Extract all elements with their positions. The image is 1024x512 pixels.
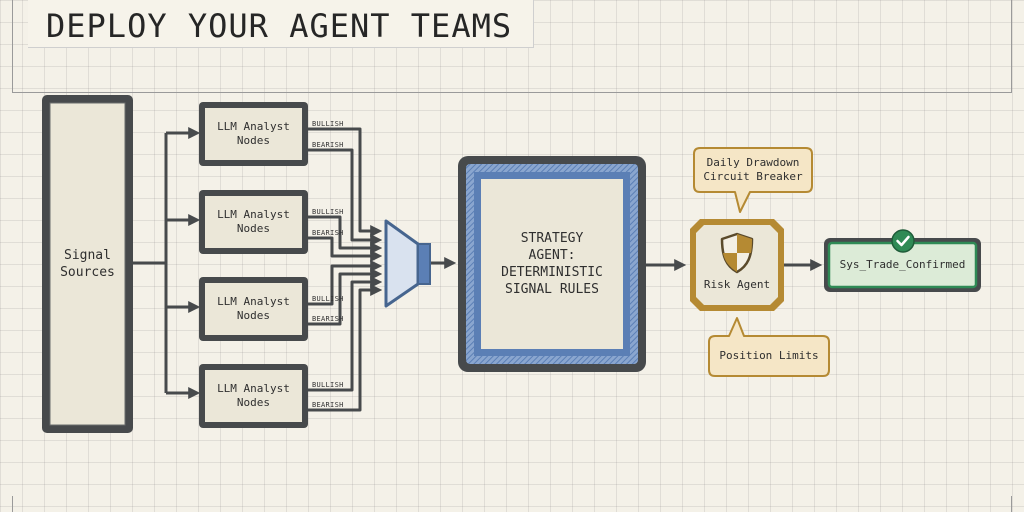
arrow-analyst-2-bearish <box>308 236 383 262</box>
analyst-box-2 <box>205 196 302 248</box>
analyst-label-3: LLM Analyst Nodes <box>217 295 290 322</box>
analyst-boxes <box>199 102 308 428</box>
strategy-agent <box>458 156 646 372</box>
position-limits-callout <box>708 317 830 377</box>
signal-sources-label: Signal Sources <box>60 248 115 280</box>
risk-agent <box>690 219 784 311</box>
drawdown-callout <box>693 147 813 213</box>
output-label: Sys_Trade_Confirmed <box>839 258 966 271</box>
merge-funnel <box>384 219 431 308</box>
analyst-box-4 <box>205 370 302 422</box>
strategy-agent-box <box>481 179 623 349</box>
bearish-tag-4: BEARISH <box>312 401 344 409</box>
shield-icon <box>720 232 754 274</box>
arrow-analyst-4-bearish <box>308 284 383 412</box>
signal-sources-box <box>49 102 126 426</box>
drawdown-callout-label: Daily Drawdown Circuit Breaker <box>703 156 803 183</box>
output-node <box>824 229 981 292</box>
arrow-analyst-3-bullish <box>308 260 383 306</box>
title-panel <box>28 0 534 48</box>
arrow-analyst-3-bearish <box>308 268 383 326</box>
check-circle-icon <box>891 229 915 253</box>
arrow-analyst-4-bullish <box>308 276 383 392</box>
frame-edge-left <box>12 496 13 512</box>
page-title: DEPLOY YOUR AGENT TEAMS <box>46 7 513 45</box>
analyst-label-1: LLM Analyst Nodes <box>217 120 290 147</box>
analyst-label-2: LLM Analyst Nodes <box>217 208 290 235</box>
bearish-tag-3: BEARISH <box>312 315 344 323</box>
bullish-tag-3: BULLISH <box>312 295 344 303</box>
position-limits-label: Position Limits <box>719 349 819 362</box>
bullish-tag-2: BULLISH <box>312 208 344 216</box>
connectors <box>133 127 823 412</box>
bullish-tag-4: BULLISH <box>312 381 344 389</box>
bearish-tag-2: BEARISH <box>312 229 344 237</box>
arrow-analyst-1-bullish <box>308 127 383 237</box>
strategy-agent-label: STRATEGY AGENT: DETERMINISTIC SIGNAL RUL… <box>501 231 603 297</box>
analyst-box-1 <box>205 108 302 160</box>
bearish-tag-1: BEARISH <box>312 141 344 149</box>
risk-agent-label: Risk Agent <box>703 278 771 291</box>
arrow-analyst-1-bearish <box>308 148 383 246</box>
analyst-box-3 <box>205 283 302 335</box>
merge-funnel-body <box>384 219 420 308</box>
analyst-label-4: LLM Analyst Nodes <box>217 382 290 409</box>
merge-funnel-neck <box>417 243 431 285</box>
diagram-frame <box>12 0 1012 93</box>
bullish-tag-1: BULLISH <box>312 120 344 128</box>
frame-edge-right <box>1011 496 1012 512</box>
arrow-analyst-2-bullish <box>308 215 383 254</box>
